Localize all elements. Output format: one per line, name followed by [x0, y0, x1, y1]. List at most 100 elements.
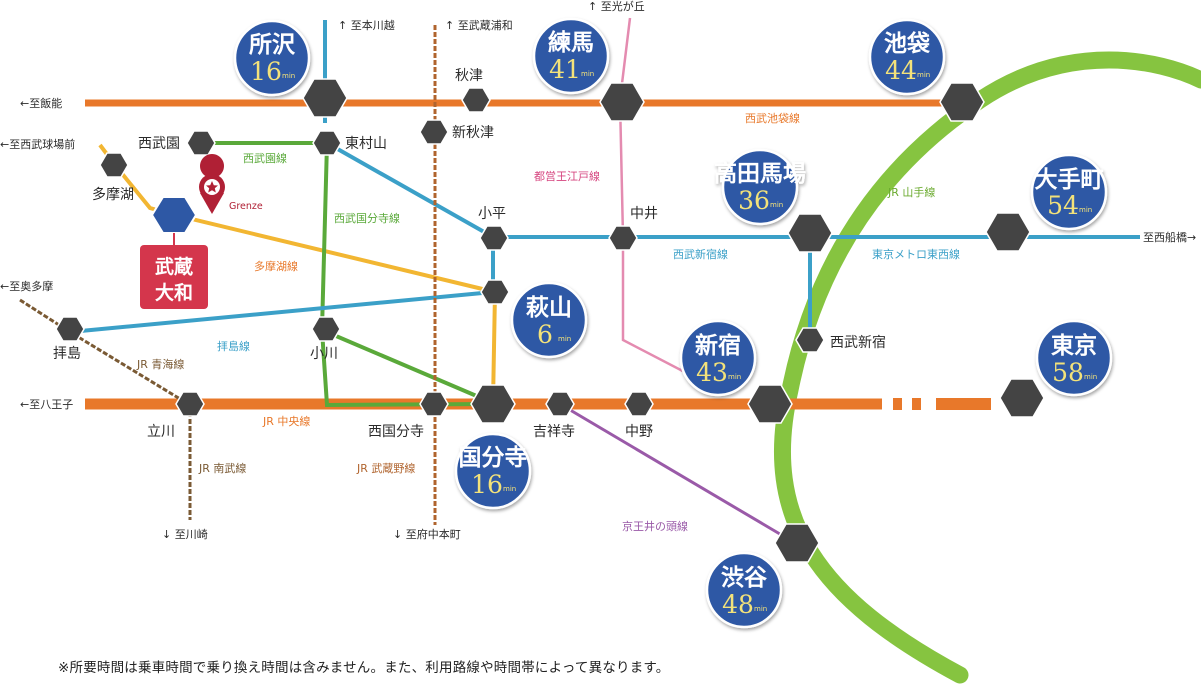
sign-tokorozawa: 所沢 16 min	[233, 19, 311, 97]
station-label-tamako: 多摩湖	[92, 186, 134, 203]
station-label-nakano: 中野	[625, 424, 653, 440]
station-node-haijima	[55, 316, 85, 342]
dir-oku-tama: ←至奥多摩	[0, 279, 53, 293]
sign-ikebukuro: 池袋 44 min	[868, 18, 946, 96]
sign-hagiyama-unit: min	[558, 335, 571, 343]
sign-nerima-name: 練馬	[548, 29, 594, 56]
station-node-seibu-shinjuku	[795, 327, 825, 353]
station-node-ikebukuro	[939, 82, 985, 122]
sign-takadanobaba: 高田馬場 36 min	[714, 148, 806, 226]
sign-ikebukuro-unit: min	[917, 71, 930, 79]
station-node-ogawa	[311, 316, 341, 342]
label-seibu-ikebukuro: 西武池袋線	[745, 111, 800, 125]
jr-yamanote-line	[774, 51, 1201, 684]
sign-kokubunji: 国分寺 16 min	[454, 432, 532, 510]
sign-ikebukuro-name: 池袋	[884, 30, 931, 57]
sign-hagiyama: 萩山 6 min	[510, 281, 588, 359]
dir-kawasaki: ↓ 至川崎	[162, 527, 208, 541]
station-node-takadanobaba	[787, 213, 833, 253]
sign-takadanobaba-unit: min	[770, 201, 783, 209]
home-sign-line2: 大和	[155, 281, 193, 304]
station-node-tamako	[99, 152, 129, 178]
dir-seibu-kyujomae: ←至西武球場前	[0, 137, 75, 151]
sign-shinjuku-name: 新宿	[695, 332, 741, 359]
label-seibu-shinjuku: 西武新宿線	[673, 247, 728, 261]
large-stations	[302, 78, 1045, 563]
station-label-shin-akitsu: 新秋津	[452, 125, 494, 141]
small-stations	[55, 87, 825, 417]
label-seibu-en: 西武園線	[243, 151, 287, 165]
station-node-kodaira	[479, 225, 509, 251]
station-node-shin-akitsu	[419, 119, 449, 145]
station-node-nakai	[608, 225, 638, 251]
sign-nerima: 練馬 41 min	[532, 17, 610, 95]
dir-hanno: ←至飯能	[20, 96, 62, 110]
grenze-label: Grenze	[229, 201, 263, 212]
sign-nerima-minutes: 41	[549, 55, 581, 84]
dir-fuchu-honmachi: ↓ 至府中本町	[393, 527, 461, 541]
label-toei-oedo: 都営王江戸線	[534, 169, 600, 183]
station-node-shinjuku	[747, 384, 793, 424]
station-label-seibu-shinjuku: 西武新宿	[830, 334, 886, 351]
station-label-higashimurayama: 東村山	[345, 136, 387, 152]
sign-tokorozawa-minutes: 16	[250, 57, 282, 86]
station-label-tachikawa: 立川	[147, 424, 175, 440]
station-node-hagiyama	[480, 279, 510, 305]
station-label-ogawa: 小川	[310, 346, 338, 362]
sign-hagiyama-minutes: 6	[537, 320, 553, 349]
sign-tokyo-name: 東京	[1051, 332, 1097, 359]
sign-otemachi: 大手町 54 min	[1030, 153, 1108, 231]
station-node-tachikawa	[175, 391, 205, 417]
label-tamako: 多摩湖線	[254, 259, 298, 273]
station-node-nerima	[599, 82, 645, 122]
jr-ome-line	[19, 298, 191, 407]
sign-tokorozawa-unit: min	[282, 72, 295, 80]
station-node-otemachi	[985, 212, 1031, 252]
station-node-tokyo	[999, 378, 1045, 418]
footnote: ※所要時間は乗車時間で乗り換え時間は含みません。また、利用路線や時間帯によって異…	[58, 660, 670, 676]
station-label-nakai: 中井	[630, 206, 658, 222]
sign-tokyo-minutes: 58	[1052, 358, 1084, 387]
sign-shibuya-name: 渋谷	[721, 565, 768, 591]
station-node-nishikokubunji	[419, 391, 449, 417]
station-node-higashimurayama	[312, 130, 342, 156]
label-tozai: 東京メトロ東西線	[872, 247, 960, 261]
sign-otemachi-name: 大手町	[1035, 167, 1104, 193]
seibu-kokubunji-line	[319, 142, 494, 408]
home-sign-line1: 武蔵	[155, 256, 193, 278]
station-node-akitsu	[461, 87, 491, 113]
station-node-seibuen	[186, 130, 216, 156]
label-jr-nambu: JR 南武線	[198, 461, 246, 475]
sign-shinjuku-unit: min	[728, 373, 741, 381]
jr-chuo-line-dashes	[893, 398, 991, 410]
station-node-tokorozawa	[302, 78, 348, 118]
station-node-kokubunji	[470, 384, 516, 424]
haijima-line	[69, 290, 494, 334]
sign-ikebukuro-minutes: 44	[885, 56, 917, 85]
keio-inokashira-line	[559, 402, 791, 542]
station-label-kodaira: 小平	[478, 206, 506, 222]
station-node-kichijoji	[545, 391, 575, 417]
sign-kokubunji-name: 国分寺	[459, 445, 528, 471]
station-label-nishikokubunji: 西国分寺	[368, 424, 424, 440]
label-jr-ome: JR 青海線	[136, 357, 184, 371]
home-station-node	[150, 196, 198, 234]
station-label-seibuen: 西武園	[138, 136, 180, 152]
dir-musashi-urawa: ↑ 至武蔵浦和	[445, 19, 513, 32]
station-label-akitsu: 秋津	[455, 68, 483, 84]
dir-hikarigaoka: ↑ 至光が丘	[588, 0, 645, 13]
sign-takadanobaba-minutes: 36	[738, 186, 770, 215]
label-jr-musashino: JR 武蔵野線	[356, 461, 415, 475]
toei-oedo-line	[618, 17, 701, 382]
dir-nishi-funabashi: 至西船橋→	[1143, 230, 1196, 244]
label-jr-chuo: JR 中央線	[262, 414, 310, 428]
sign-hagiyama-name: 萩山	[526, 295, 572, 321]
sign-shibuya-unit: min	[754, 605, 767, 613]
sign-otemachi-minutes: 54	[1047, 191, 1079, 220]
sign-tokyo-unit: min	[1084, 373, 1097, 381]
sign-nerima-unit: min	[581, 70, 594, 78]
sign-tokorozawa-name: 所沢	[249, 32, 296, 58]
station-label-haijima: 拝島	[53, 346, 81, 362]
label-seibu-kokubunji: 西武国分寺線	[334, 211, 400, 225]
